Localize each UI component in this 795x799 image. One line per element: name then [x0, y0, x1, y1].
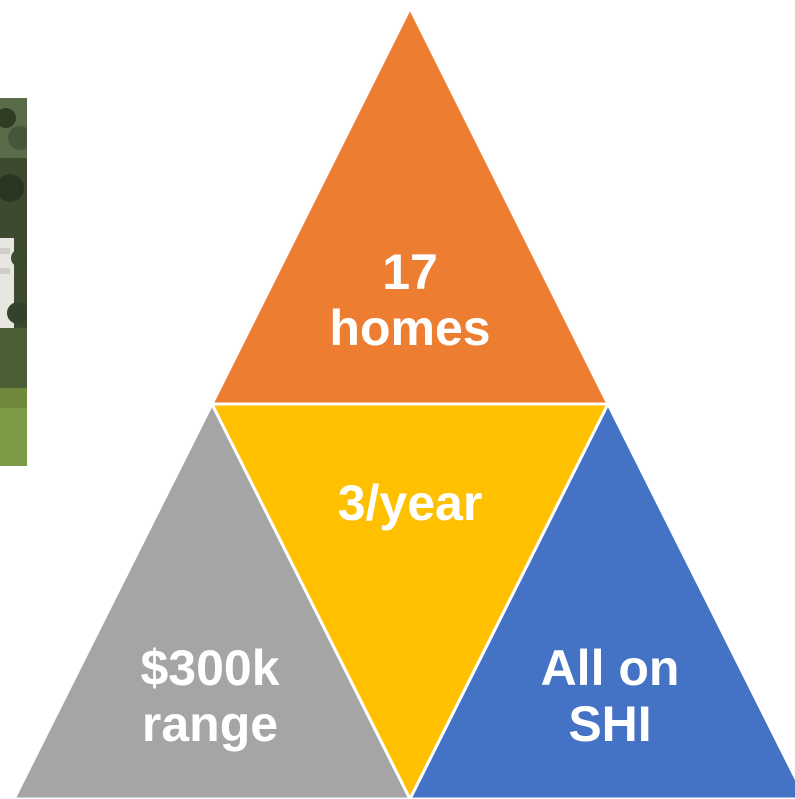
center-label-line1: 3/year: [337, 475, 483, 531]
left-label-line1: $300k: [140, 640, 280, 696]
left-label-line2: range: [141, 696, 279, 752]
bottom-right-triangle-label: All on SHI: [510, 640, 710, 752]
house-photo: [0, 98, 27, 466]
right-label-line2: SHI: [568, 696, 652, 752]
bottom-left-triangle-label: $300k range: [110, 640, 310, 752]
top-triangle-label: 17 homes: [310, 244, 510, 356]
top-label-line2: homes: [329, 300, 491, 356]
bottom-right-triangle: [408, 400, 795, 799]
top-label-line1: 17: [382, 244, 438, 300]
right-label-line1: All on: [540, 640, 680, 696]
center-triangle-label: 3/year: [310, 475, 510, 531]
